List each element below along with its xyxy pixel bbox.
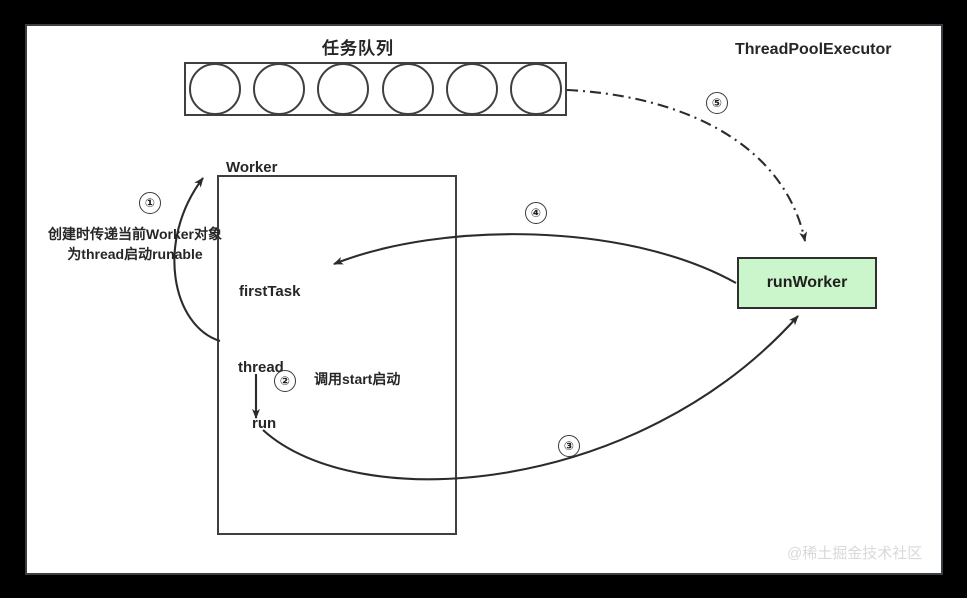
task-queue-item <box>317 63 370 115</box>
task-queue-item <box>381 63 434 115</box>
worker-box <box>217 175 457 535</box>
run-worker-label: runWorker <box>766 274 848 291</box>
run-worker-box: runWorker <box>737 257 877 309</box>
step-1-annotation-line2: 为thread启动runable <box>67 246 203 262</box>
arrow-step5-queue-to-runworker <box>566 88 808 242</box>
task-queue-box <box>184 62 567 116</box>
step-2-badge: ② <box>274 370 296 392</box>
task-queue-item <box>445 63 498 115</box>
diagram-canvas: 任务队列 ThreadPoolExecutor Worker firstTask… <box>25 24 943 575</box>
step-3-badge: ③ <box>558 435 580 457</box>
threadpoolexecutor-title: ThreadPoolExecutor <box>735 41 892 58</box>
worker-label: Worker <box>226 159 278 176</box>
task-queue-cells <box>189 63 562 115</box>
run-label: run <box>252 415 277 432</box>
task-queue-item <box>189 63 241 115</box>
step-4-badge: ④ <box>525 202 547 224</box>
step-1-badge: ① <box>139 192 161 214</box>
step-2-annotation: 调用start启动 <box>314 371 401 387</box>
task-queue-title: 任务队列 <box>322 39 394 58</box>
step-1-annotation-line1: 创建时传递当前Worker对象 <box>48 226 222 242</box>
task-queue-item <box>253 63 306 115</box>
step-5-badge: ⑤ <box>706 92 728 114</box>
first-task-label: firstTask <box>239 283 301 300</box>
watermark: @稀土掘金技术社区 <box>787 545 923 562</box>
task-queue-item <box>509 63 562 115</box>
